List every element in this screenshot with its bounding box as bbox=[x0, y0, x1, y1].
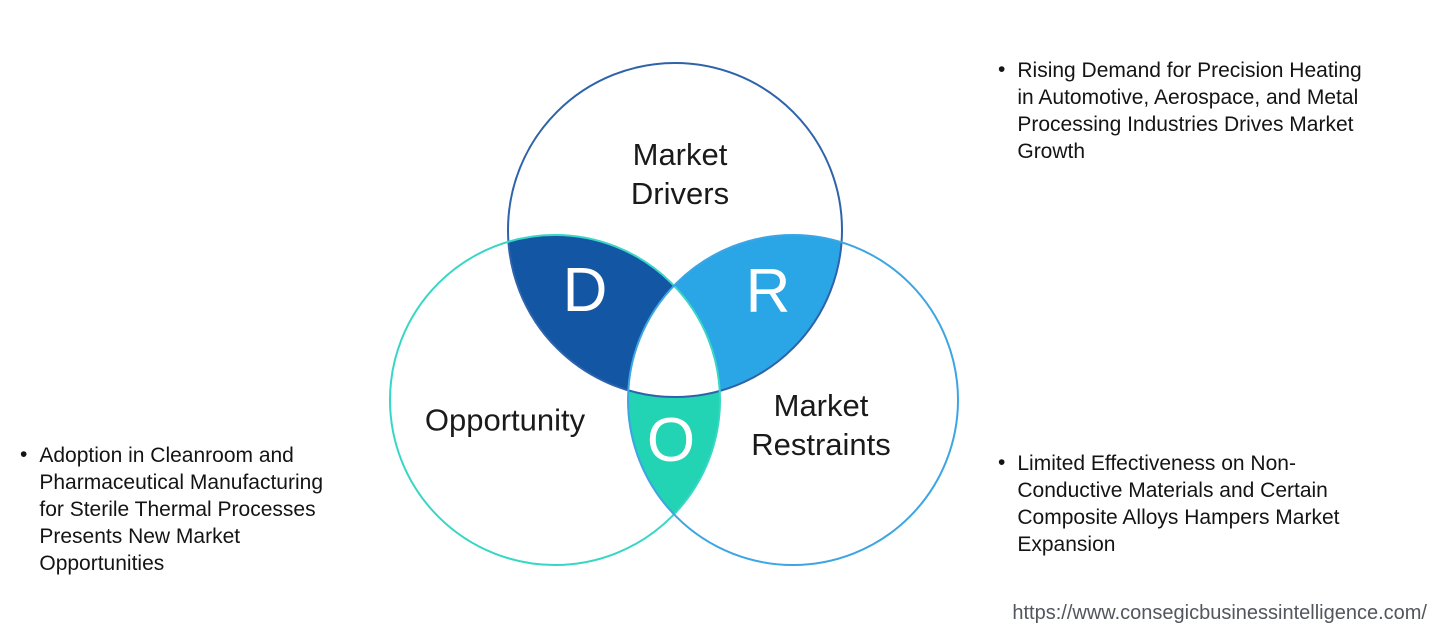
drivers-label: Market Drivers bbox=[630, 137, 730, 211]
drivers-restraints-overlap bbox=[628, 235, 842, 397]
opportunity-bullet-text: Adoption in Cleanroom and Pharmaceutical… bbox=[39, 444, 324, 575]
drivers-circle bbox=[507, 62, 843, 398]
letter-r: R bbox=[745, 257, 791, 326]
driver-bullet: • Rising Demand for Precision Heating in… bbox=[998, 57, 1418, 165]
opportunity-circle bbox=[389, 234, 721, 566]
restraint-bullet: • Limited Effectiveness on Non- Conducti… bbox=[998, 450, 1418, 558]
opportunity-label: Opportunity bbox=[424, 402, 586, 438]
opportunity-bullet: • Adoption in Cleanroom and Pharmaceutic… bbox=[20, 442, 380, 577]
letter-d: D bbox=[562, 256, 608, 325]
restraint-bullet-text: Limited Effectiveness on Non- Conductive… bbox=[1017, 452, 1340, 556]
bullet-icon: • bbox=[998, 451, 1006, 474]
driver-bullet-text: Rising Demand for Precision Heating in A… bbox=[1017, 59, 1362, 163]
restraints-label: Market Restraints bbox=[751, 388, 891, 462]
source-url: https://www.consegicbusinessintelligence… bbox=[1012, 602, 1427, 624]
bullet-icon: • bbox=[20, 443, 28, 466]
bullet-icon: • bbox=[998, 58, 1006, 81]
restraints-circle bbox=[627, 234, 959, 566]
letter-o: O bbox=[646, 406, 696, 475]
drivers-opportunity-overlap bbox=[508, 235, 720, 397]
